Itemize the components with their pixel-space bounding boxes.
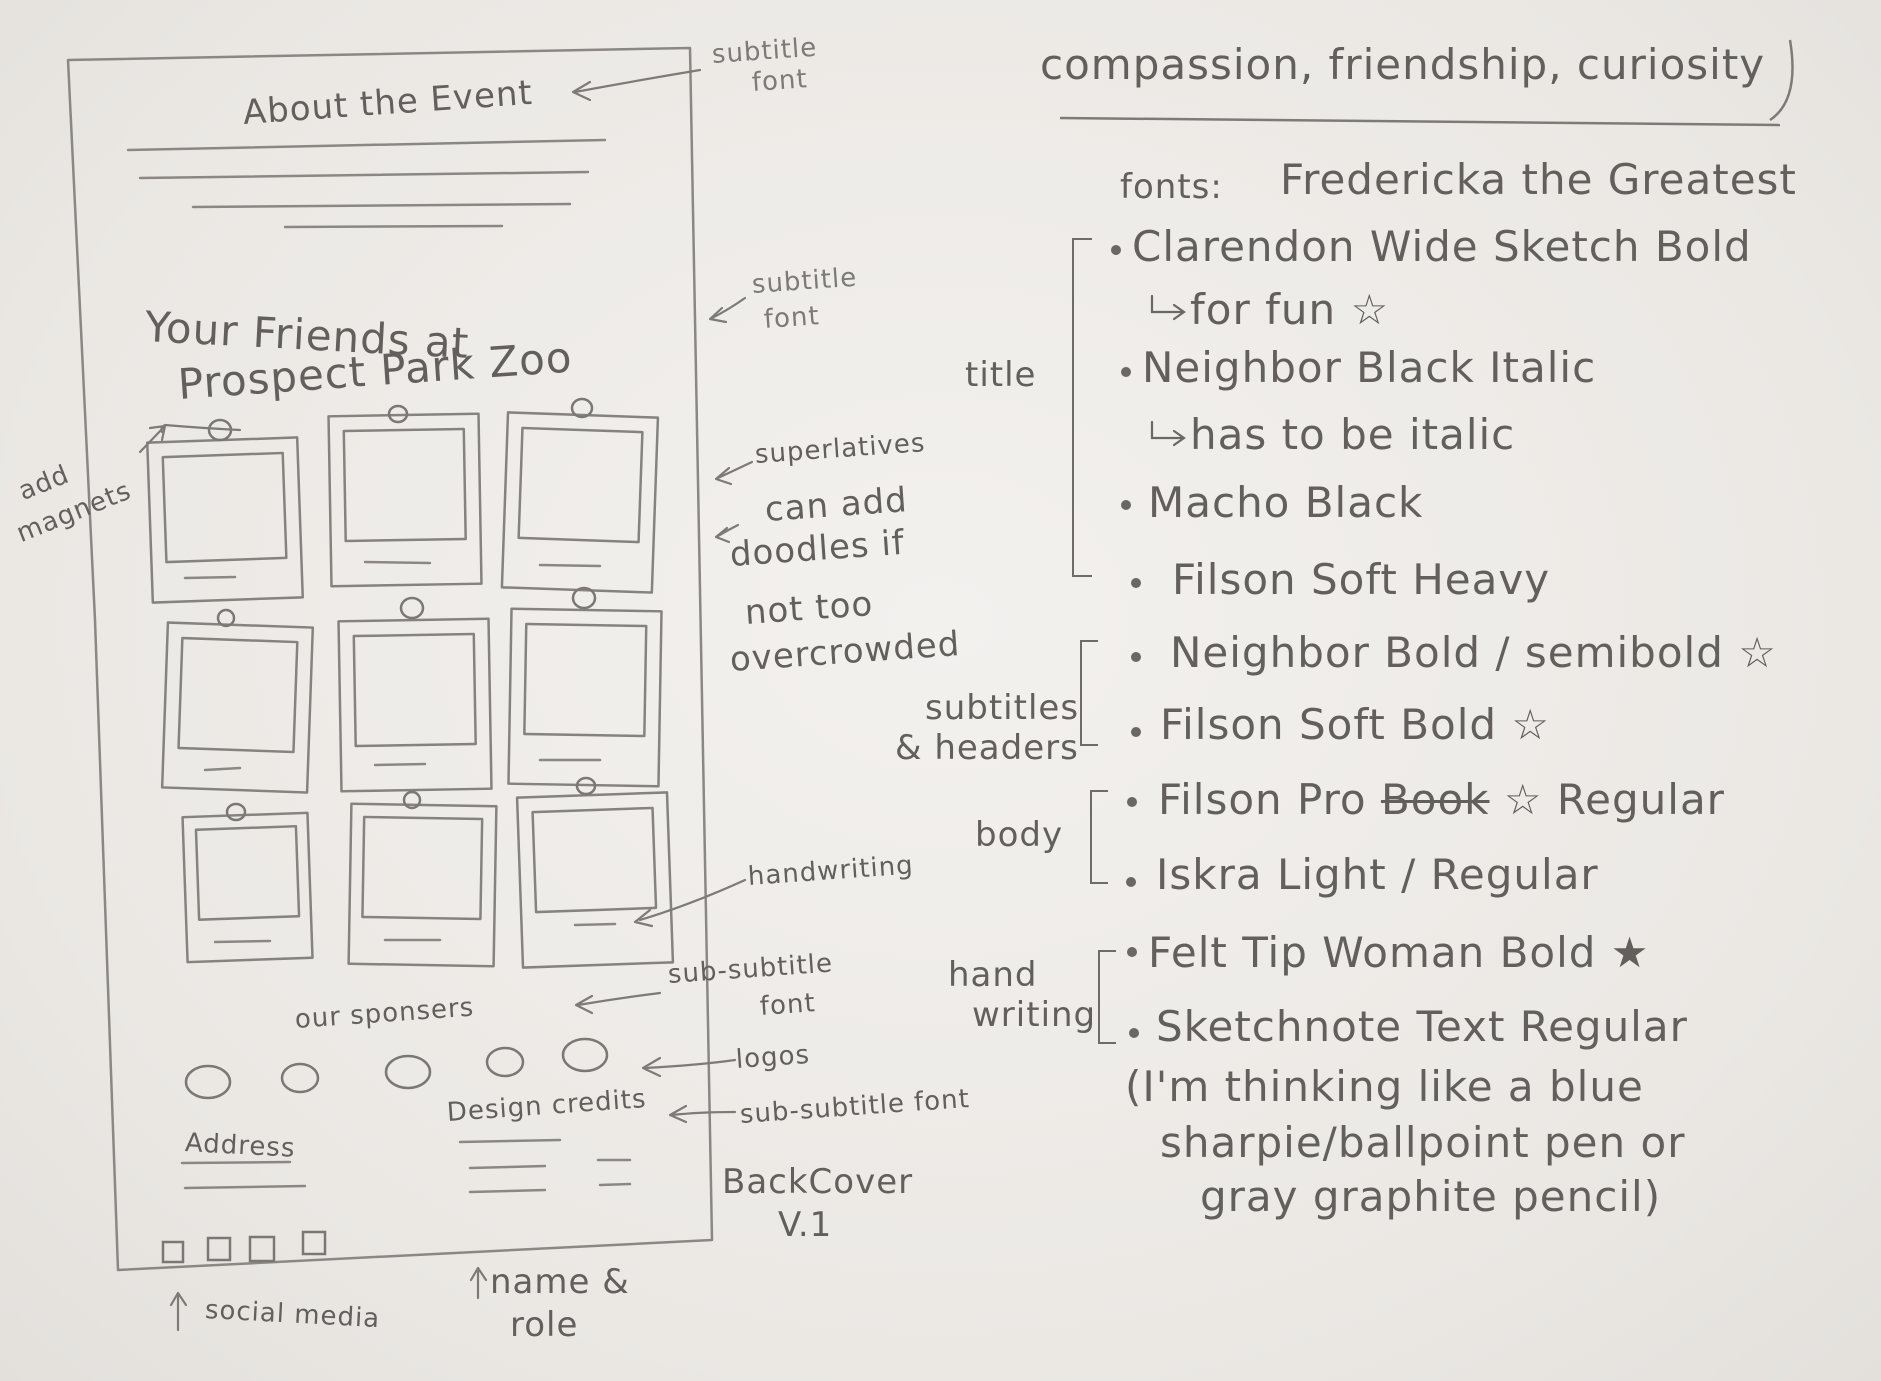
subtitles-bracket (1080, 640, 1098, 746)
annotation-logos: logos (734, 1039, 811, 1075)
sponsor-logo (485, 1046, 525, 1078)
title-font-note: has to be italic (1190, 410, 1516, 459)
annotation-subtitle-font-mid: font (762, 301, 821, 335)
address-heading: Address (184, 1128, 297, 1164)
photo-inner (361, 815, 484, 921)
photo-frame (337, 617, 493, 793)
sponsor-logo (184, 1064, 232, 1100)
fonts-label: fonts: (1120, 167, 1223, 207)
body-font-weight: ☆ Regular (1489, 775, 1725, 824)
photo-frame (507, 607, 663, 788)
magnet (570, 397, 594, 419)
body-font: Iskra Light / Regular (1156, 850, 1599, 899)
photo-inner (194, 825, 301, 921)
handwriting-note: gray graphite pencil) (1200, 1172, 1662, 1221)
photo-inner (352, 632, 477, 748)
photo-inner (342, 427, 467, 543)
body-label: body (975, 815, 1064, 855)
subtitles-label: subtitles (925, 688, 1080, 728)
body-bracket (1090, 790, 1108, 884)
photo-frame (515, 791, 675, 969)
title-font: Filson Soft Heavy (1172, 555, 1551, 604)
handwriting-note: sharpie/ballpoint pen or (1160, 1118, 1686, 1167)
magnet (216, 608, 236, 628)
photo-frame (327, 412, 483, 588)
subtitle-font: Neighbor Bold / semibold ☆ (1170, 628, 1777, 677)
social-icon (206, 1236, 232, 1262)
handwriting-label: writing (972, 995, 1097, 1035)
themes-heading: compassion, friendship, curiosity (1040, 40, 1766, 89)
magnet (402, 790, 422, 810)
magnet (571, 586, 597, 610)
magnet (399, 596, 425, 620)
magnet (225, 802, 247, 822)
social-icon (161, 1240, 185, 1264)
sponsor-logo (384, 1054, 432, 1090)
annotation-back-cover: BackCover (722, 1162, 914, 1202)
subtitles-label: & headers (895, 728, 1079, 768)
sponsor-logo (561, 1037, 609, 1073)
body-font-name: Filson Pro (1158, 775, 1381, 824)
subtitle-font: Filson Soft Bold ☆ (1160, 700, 1551, 749)
font-fredericka: Fredericka the Greatest (1280, 155, 1797, 204)
photo-inner (161, 451, 288, 564)
handwriting-note: (I'm thinking like a blue (1125, 1062, 1644, 1111)
title-font: Macho Black (1148, 478, 1424, 527)
photo-frame (347, 802, 498, 968)
title-font-note: for fun ☆ (1190, 285, 1390, 334)
title-bracket (1072, 238, 1092, 577)
back-cover-outline (66, 46, 714, 1272)
sponsor-logo (280, 1062, 320, 1094)
photo-frame (181, 811, 314, 964)
annotation-subtitle-font: font (750, 64, 809, 98)
title-group-label: title (965, 355, 1037, 395)
handwriting-font: Felt Tip Woman Bold ★ (1148, 928, 1650, 977)
social-icon (301, 1230, 327, 1256)
photo-frame (160, 621, 315, 794)
handwriting-label: hand (948, 955, 1038, 995)
social-icon (248, 1235, 276, 1263)
title-font: Clarendon Wide Sketch Bold (1132, 222, 1752, 271)
body-font: Filson Pro Book ☆ Regular (1158, 775, 1725, 824)
annotation-name-role: role (510, 1305, 579, 1345)
title-font: Neighbor Black Italic (1142, 343, 1597, 392)
photo-inner (517, 426, 644, 544)
annotation-back-cover-version: V.1 (778, 1205, 833, 1245)
annotation-name-role: name & (490, 1262, 630, 1302)
magnet (387, 404, 409, 424)
handwriting-font: Sketchnote Text Regular (1156, 1002, 1688, 1051)
photo-inner (177, 636, 299, 754)
photo-inner (523, 622, 648, 738)
annotation-sub-subtitle: font (758, 988, 817, 1022)
struck-word: Book (1380, 775, 1490, 824)
photo-inner (531, 806, 658, 914)
handwriting-bracket (1098, 950, 1116, 1044)
magnet (575, 776, 597, 796)
